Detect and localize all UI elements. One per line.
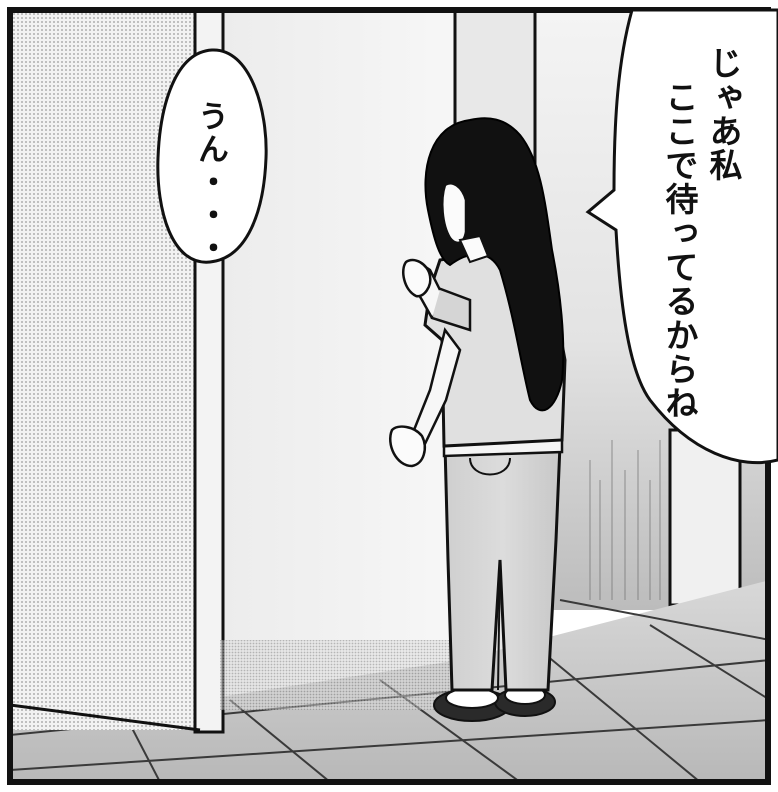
speech-bubble-left — [156, 48, 268, 264]
speech-bubble-right-line-2: ここで待ってるからね — [660, 80, 699, 420]
raised-hand — [402, 258, 432, 298]
pants — [443, 443, 562, 692]
lower-hand — [389, 425, 426, 468]
speech-bubble-right — [585, 8, 778, 465]
girl-figure — [389, 117, 567, 722]
wall-shading — [589, 440, 661, 600]
speech-bubble-right-line-1: じゃあ私 — [704, 46, 743, 182]
speech-bubble-left-text: うん・・・ — [192, 100, 228, 265]
